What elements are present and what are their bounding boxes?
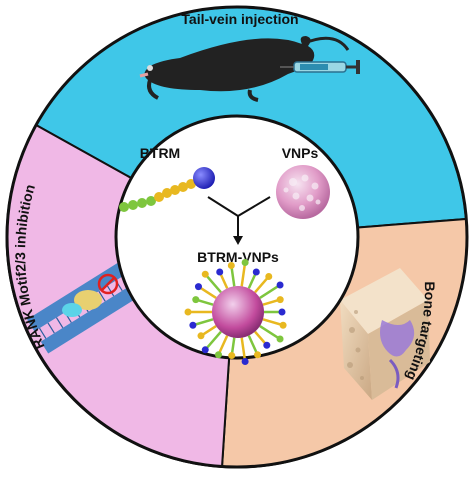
conjugate-spoke-tip <box>276 281 284 289</box>
inhibit-icon <box>97 273 119 295</box>
conjugate-spoke <box>204 273 222 294</box>
conjugate-spoke-tip <box>241 357 249 365</box>
conjugate-spoke-tip <box>216 268 224 276</box>
conjugate-spoke-tip <box>265 272 273 280</box>
conjugate-spoke <box>230 265 236 287</box>
conjugate-spoke-tip <box>214 351 222 359</box>
conjugate-spoke-tip <box>254 351 262 359</box>
conjugate-spoke-tip <box>263 341 271 349</box>
conjugate-spoke <box>204 330 222 351</box>
vnps-label: VNPs <box>282 145 319 161</box>
conjugate-spoke <box>192 318 214 327</box>
conjugate-spoke-tip <box>184 308 192 316</box>
conjugate-spoke-tip <box>252 268 260 276</box>
conjugate-spoke <box>240 262 247 287</box>
conjugate-spoke-tip <box>278 308 286 316</box>
conjugate-spoke-tip <box>201 270 209 278</box>
conjugate-spoke-tip <box>228 352 236 360</box>
product-label: BTRM-VNPs <box>197 249 279 265</box>
merge-arrow-icon <box>207 196 271 245</box>
conjugate-spoke-tip <box>276 335 284 343</box>
outer-ring <box>5 5 469 469</box>
vnp-particle-icon <box>276 165 330 219</box>
conjugate-spoke-tip <box>197 332 205 340</box>
conjugate-spoke-tip <box>194 283 202 291</box>
conjugate-spoke-tip <box>192 296 200 304</box>
tail-vein-label: Tail-vein injection <box>181 11 298 27</box>
conjugate-spoke <box>240 337 247 362</box>
conjugate-spoke-tip <box>201 346 209 354</box>
receptor-membrane-icon <box>26 261 142 354</box>
conjugate-spoke-tip <box>241 259 249 267</box>
conjugate-spoke <box>217 335 229 356</box>
conjugate-spoke <box>259 325 281 341</box>
conjugate-spoke <box>259 283 281 299</box>
btrm-vnp-conjugate-icon <box>184 259 287 365</box>
conjugate-spoke-tip <box>227 261 235 269</box>
conjugate-spoke-tip <box>279 321 287 329</box>
bone-icon <box>340 268 430 400</box>
conjugate-spoke <box>247 335 259 356</box>
mouse-icon <box>139 36 350 102</box>
conjugate-core <box>212 286 264 338</box>
syringe-icon <box>280 60 360 74</box>
btrm-molecule-icon <box>119 167 215 212</box>
conjugate-spoke-tip <box>276 296 284 304</box>
conjugate-spoke-tip <box>189 321 197 329</box>
btrm-label: BTRM <box>140 145 180 161</box>
